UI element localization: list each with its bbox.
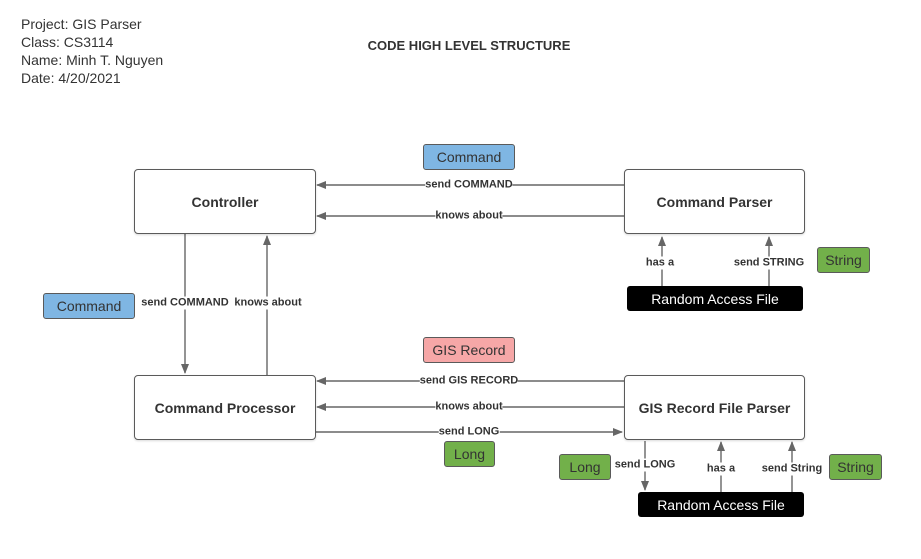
class-label: Class: CS3114 <box>21 34 114 50</box>
controller-label: Controller <box>191 193 259 210</box>
edge-label-knows-about-top: knows about <box>435 209 503 223</box>
edge-label-send-long-bottom: send LONG <box>614 458 676 472</box>
edge-label-send-gis-record: send GIS RECORD <box>419 374 519 388</box>
tag-string-top: String <box>817 247 870 273</box>
command-parser-node: Command Parser <box>624 169 805 234</box>
edge-label-has-a-bottom: has a <box>706 462 736 476</box>
command-processor-label: Command Processor <box>154 399 296 416</box>
edge-label-knows-about-left: knows about <box>234 296 302 310</box>
tag-gis-record: GIS Record <box>423 337 515 363</box>
edge-label-send-command-left: send COMMAND <box>141 296 229 310</box>
random-access-file-top: Random Access File <box>627 286 803 311</box>
date-label: Date: 4/20/2021 <box>21 70 121 86</box>
controller-node: Controller <box>134 169 316 234</box>
random-access-file-bottom: Random Access File <box>638 492 804 517</box>
project-label: Project: GIS Parser <box>21 16 142 32</box>
tag-command-top: Command <box>423 144 515 170</box>
edge-label-knows-about-middle: knows about <box>435 400 503 414</box>
tag-long-middle: Long <box>444 441 495 467</box>
name-label: Name: Minh T. Nguyen <box>21 52 164 68</box>
gis-record-file-parser-node: GIS Record File Parser <box>624 375 805 440</box>
command-processor-node: Command Processor <box>134 375 316 440</box>
edge-label-send-long-middle: send LONG <box>438 425 500 439</box>
edge-label-has-a-top: has a <box>645 256 675 270</box>
edge-label-send-string-top: send STRING <box>733 256 805 270</box>
edge-label-send-string-bottom: send String <box>761 462 823 476</box>
tag-long-bottom: Long <box>559 454 611 480</box>
tag-command-left: Command <box>43 293 135 319</box>
diagram-title: CODE HIGH LEVEL STRUCTURE <box>367 38 571 53</box>
gis-record-file-parser-label: GIS Record File Parser <box>638 399 791 416</box>
command-parser-label: Command Parser <box>656 193 773 210</box>
edge-label-send-command-top: send COMMAND <box>425 178 513 192</box>
tag-string-bottom: String <box>829 454 882 480</box>
